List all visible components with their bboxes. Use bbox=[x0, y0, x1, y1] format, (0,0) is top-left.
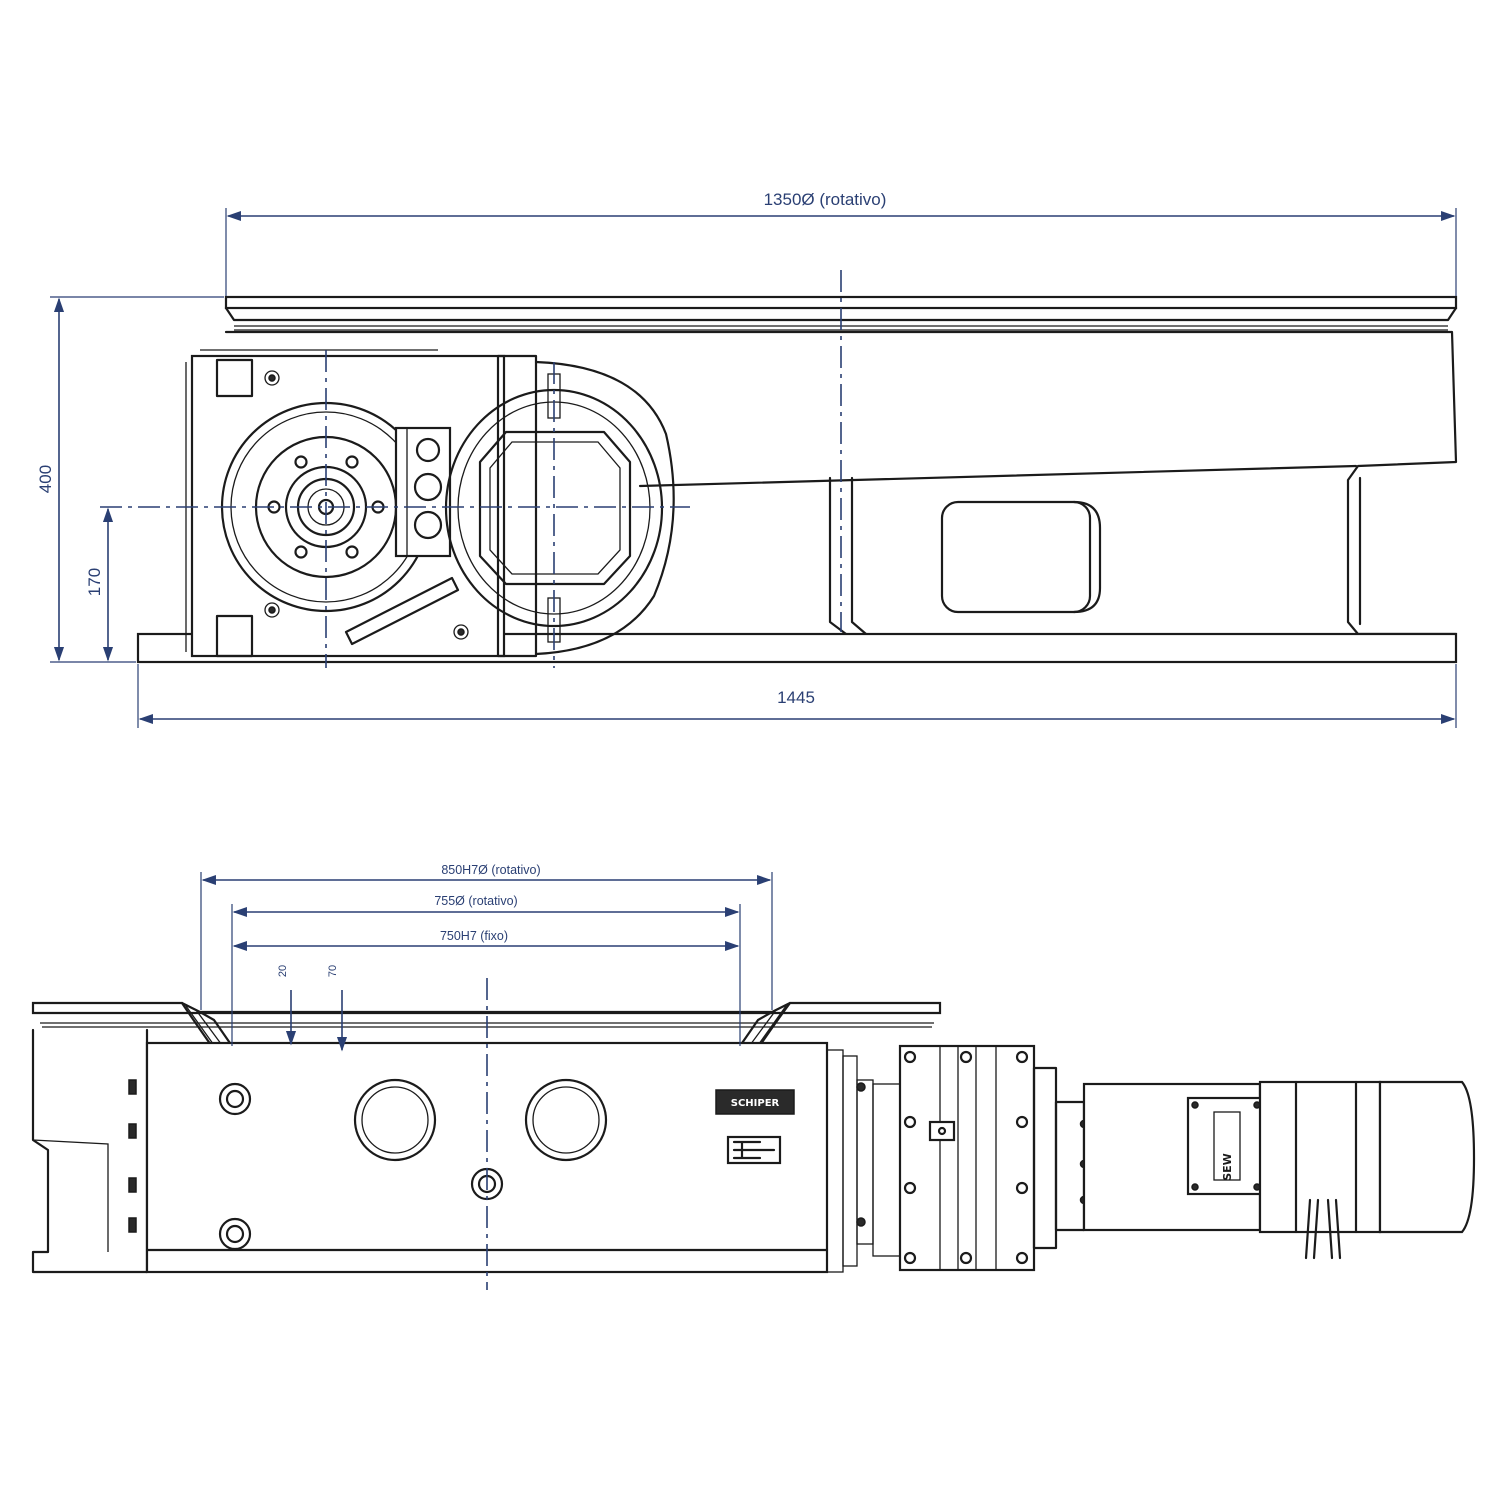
flange-bolt-icon bbox=[345, 545, 359, 559]
motor-label-plate bbox=[1213, 1111, 1241, 1181]
motor-adapter bbox=[1032, 1066, 1058, 1250]
gearbox-bolt-icon bbox=[959, 1251, 973, 1265]
gearbox-bolt-icon bbox=[856, 1082, 866, 1092]
dim-label-base-length: 1445 bbox=[777, 688, 815, 707]
side-bolt-icon bbox=[128, 1217, 137, 1233]
screw-icon bbox=[264, 602, 280, 618]
side-bolt-icon bbox=[128, 1177, 137, 1193]
port-icon bbox=[218, 1217, 252, 1251]
motor-terminal-box bbox=[1186, 1096, 1266, 1196]
gearbox-bolt-icon bbox=[903, 1181, 917, 1195]
housing-taper bbox=[638, 464, 1358, 488]
brand-plate bbox=[715, 1089, 795, 1115]
dim-label-fixed: 750H7 (fixo) bbox=[440, 929, 508, 943]
gearbox-bolt-icon bbox=[856, 1217, 866, 1227]
motor-adapter bbox=[1054, 1100, 1086, 1232]
gearbox-housing bbox=[190, 354, 506, 658]
inspection-window-edge bbox=[1072, 500, 1102, 614]
gearbox-bolt-icon bbox=[1015, 1181, 1029, 1195]
gearbox-bolt-icon bbox=[903, 1251, 917, 1265]
screw-icon bbox=[453, 624, 469, 640]
logo-mark bbox=[732, 1140, 776, 1160]
screw-icon bbox=[264, 370, 280, 386]
gearbox-bolt-icon bbox=[903, 1115, 917, 1129]
side-view: SCHIPER bbox=[31, 863, 1476, 1290]
housing-body bbox=[224, 330, 1458, 636]
motor-fan-cap bbox=[1378, 1080, 1476, 1234]
dim-label-rotary-diameter: 1350Ø (rotativo) bbox=[764, 190, 887, 209]
housing-flange bbox=[842, 1055, 858, 1267]
gearbox-bolt-icon bbox=[1015, 1115, 1029, 1129]
side-housing-main bbox=[145, 1041, 829, 1274]
terminal-screw-icon bbox=[1191, 1101, 1199, 1109]
side-bolt-icon bbox=[128, 1123, 137, 1139]
gearbox-bolt-icon bbox=[903, 1050, 917, 1064]
port-icon bbox=[218, 1082, 252, 1116]
worm-cover bbox=[478, 430, 632, 586]
brand-plate-text: SCHIPER bbox=[731, 1098, 780, 1109]
motor-fan-housing bbox=[1258, 1080, 1382, 1234]
housing-web bbox=[828, 476, 868, 636]
gearbox-bolt-icon bbox=[1015, 1050, 1029, 1064]
gearbox-lug bbox=[215, 358, 254, 398]
oil-window bbox=[524, 1078, 608, 1162]
lever-arm bbox=[344, 576, 460, 646]
gearbox-nameplate bbox=[928, 1120, 956, 1142]
gearbox-strap bbox=[496, 354, 538, 658]
dim-label-step-20: 20 bbox=[277, 965, 289, 977]
gearbox-lug bbox=[215, 614, 254, 658]
motor-brand-label: SEW bbox=[1221, 1153, 1234, 1181]
worm-gearbox bbox=[898, 1044, 1036, 1272]
dim-label-bore-rotary: 850H7Ø (rotativo) bbox=[441, 863, 540, 877]
flange-bolt-icon bbox=[294, 545, 308, 559]
dim-label-step-70: 70 bbox=[327, 965, 339, 977]
gearbox-bolt-icon bbox=[959, 1050, 973, 1064]
oil-window bbox=[353, 1078, 437, 1162]
side-housing-left bbox=[31, 1028, 149, 1274]
side-bolt-icon bbox=[128, 1079, 137, 1095]
coupling-bolt-icon bbox=[415, 437, 441, 463]
cable-gland bbox=[1304, 1198, 1342, 1260]
gearbox-bolt-icon bbox=[1015, 1251, 1029, 1265]
nameplate-rivet bbox=[937, 1126, 947, 1136]
flange-bolt-icon bbox=[345, 455, 359, 469]
coupling-bolt-icon bbox=[413, 510, 443, 540]
top-view: 1350Ø (rotativo) 400 170 1445 bbox=[36, 190, 1458, 728]
coupling-bolt-icon bbox=[413, 472, 443, 502]
dim-label-axis-height: 170 bbox=[85, 568, 104, 596]
terminal-screw-icon bbox=[1191, 1183, 1199, 1191]
inspection-window bbox=[940, 500, 1092, 614]
worm-housing bbox=[534, 360, 675, 656]
housing-flange bbox=[826, 1049, 844, 1273]
housing-web bbox=[32, 1139, 109, 1150]
dim-label-inner-rotary: 755Ø (rotativo) bbox=[434, 894, 517, 908]
flange-bolt-icon bbox=[294, 455, 308, 469]
dim-label-total-height: 400 bbox=[36, 465, 55, 493]
gearbox-adapter bbox=[872, 1083, 902, 1257]
worm-cover-inner bbox=[489, 441, 621, 575]
